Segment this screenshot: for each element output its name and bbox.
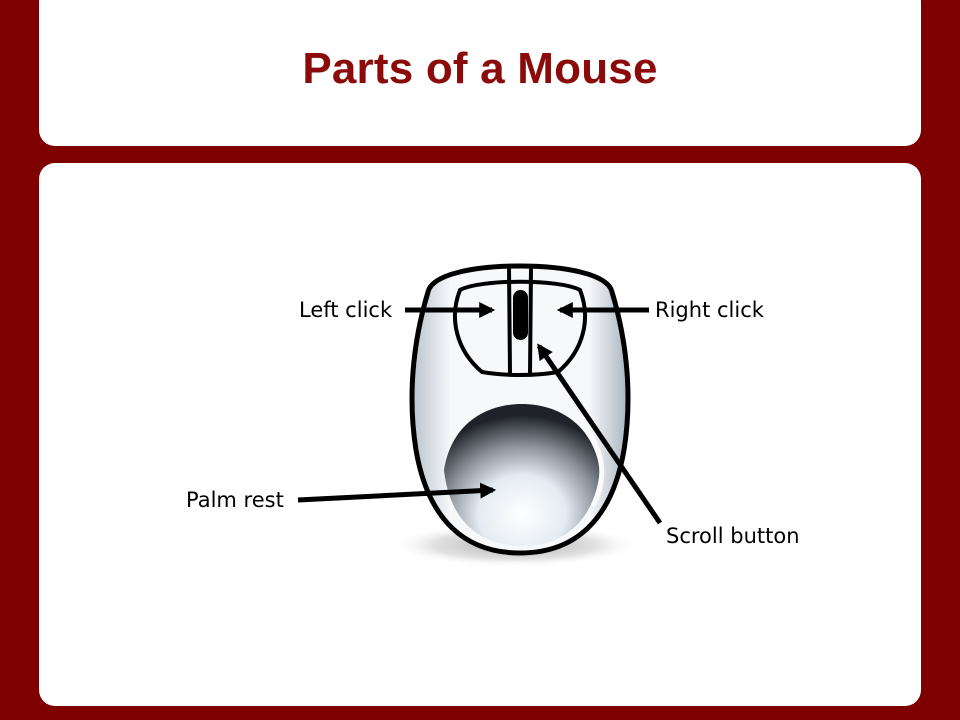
- palm-rest-arrow: [297, 482, 497, 503]
- slide-title: Parts of a Mouse: [302, 44, 658, 93]
- scroll-button-arrow: [536, 343, 663, 525]
- button-divider-right: [528, 267, 533, 375]
- palm-highlight: [585, 429, 605, 507]
- label-left-click: Left click: [299, 298, 393, 322]
- label-right-click: Right click: [655, 298, 765, 322]
- scroll-wheel: [513, 290, 528, 340]
- label-scroll-button: Scroll button: [666, 524, 800, 548]
- button-divider-left: [507, 267, 512, 375]
- title-panel: Parts of a Mouse: [39, 0, 921, 146]
- label-palm-rest: Palm rest: [186, 488, 284, 512]
- button-area-outline: [452, 279, 588, 377]
- palm-rest-dome: [444, 404, 600, 546]
